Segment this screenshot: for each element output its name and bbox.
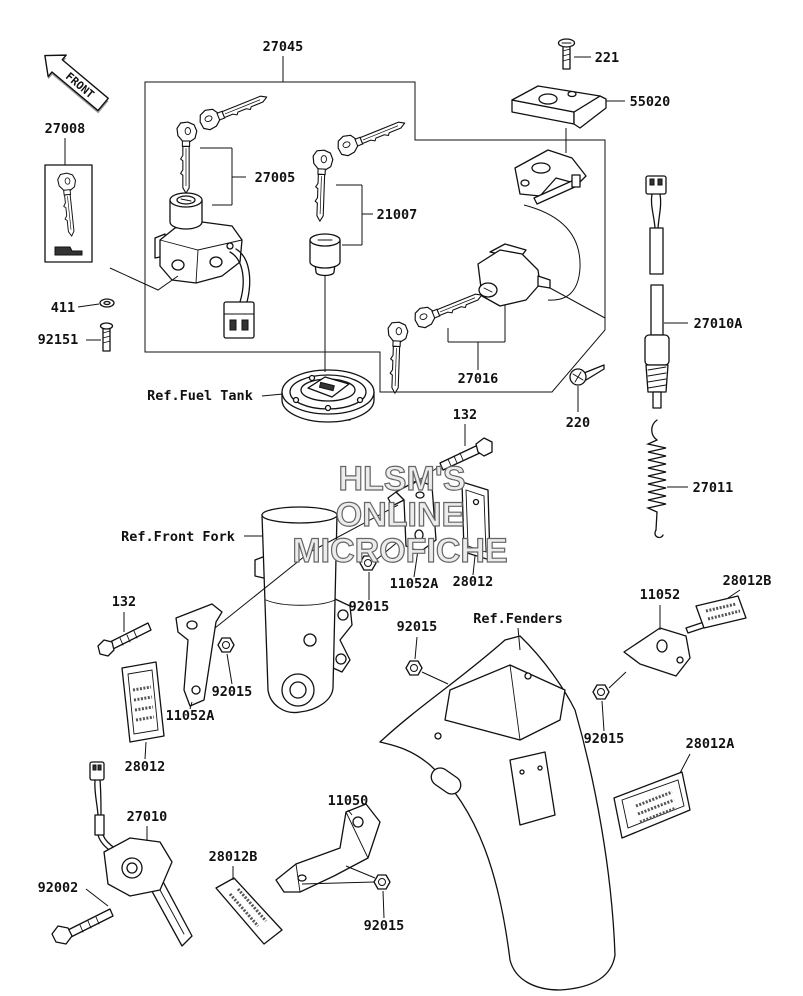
assembly-frame-27045	[144, 81, 606, 393]
callout-92015-left: 92015	[212, 684, 253, 700]
callout-labels: 27045 221 55020 27008 27005 21007 411 92…	[38, 39, 772, 934]
callout-27008: 27008	[45, 121, 86, 137]
callout-27010a: 27010A	[694, 316, 743, 332]
callout-28012-upper: 28012	[453, 574, 494, 590]
lock-cylinder-cap-21007	[309, 233, 341, 277]
bolt-92002	[51, 908, 114, 945]
nut-92015-lower	[373, 874, 391, 890]
nut-92015-right	[592, 684, 610, 700]
callout-11052a-lower: 11052A	[166, 708, 215, 724]
seat-lock-bracket	[514, 149, 587, 205]
watermark-line-3: MICROFICHE	[292, 532, 507, 570]
spring-27011	[645, 419, 667, 539]
bolt-132-lower	[97, 622, 152, 657]
callout-92151: 92151	[38, 332, 79, 348]
bolt-92151	[99, 322, 114, 352]
callout-132-upper: 132	[453, 407, 477, 423]
callout-27045: 27045	[263, 39, 304, 55]
watermark-line-1: HLSM'S	[338, 460, 465, 498]
callout-27005: 27005	[255, 170, 296, 186]
watermark-line-2: ONLINE	[336, 496, 464, 534]
front-arrow-icon: FRONT	[44, 54, 109, 114]
callout-28012-lower: 28012	[125, 759, 166, 775]
callout-21007: 21007	[377, 207, 418, 223]
key-blank-27008	[44, 164, 93, 263]
callout-55020: 55020	[630, 94, 671, 110]
nut-92015-center	[405, 660, 423, 676]
washer-411	[99, 298, 115, 308]
ignition-switch	[154, 192, 255, 339]
callout-92015-right: 92015	[584, 731, 625, 747]
callout-92002: 92002	[38, 880, 79, 896]
switch-27010a	[644, 175, 670, 409]
callout-27016: 27016	[458, 371, 499, 387]
callout-11052: 11052	[640, 587, 681, 603]
bolt-132-upper	[439, 437, 493, 471]
callout-28012b-lower: 28012B	[209, 849, 258, 865]
bracket-11052	[623, 619, 713, 677]
reflector-28012a	[613, 771, 691, 839]
screw-220	[569, 364, 605, 386]
callout-92015-lower: 92015	[364, 918, 405, 934]
reflector-28012b-lower	[215, 877, 283, 945]
callout-11050: 11050	[328, 793, 369, 809]
keys-21007	[310, 112, 409, 223]
reflector-28012-lower	[121, 661, 165, 743]
watermark: HLSM'S ONLINE MICROFICHE	[292, 459, 509, 570]
callout-221: 221	[595, 50, 619, 66]
reflector-plate-28012-upper	[461, 481, 491, 561]
callout-411: 411	[51, 300, 75, 316]
ref-fuel-tank-label: Ref.Fuel Tank	[147, 388, 253, 404]
callout-92015-upper: 92015	[349, 599, 390, 615]
switch-27010	[89, 761, 193, 947]
callout-28012b-right: 28012B	[723, 573, 772, 589]
seat-lock-27016	[477, 243, 551, 307]
bracket-11052a-upper	[387, 479, 437, 553]
ref-fenders-label: Ref.Fenders	[473, 611, 562, 627]
reflector-28012b-right	[695, 595, 747, 629]
callout-27011: 27011	[693, 480, 734, 496]
front-fork	[254, 506, 353, 714]
callout-11052a-upper: 11052A	[390, 576, 439, 592]
callout-28012a: 28012A	[686, 736, 735, 752]
plate-55020	[511, 85, 607, 129]
ref-front-fork-label: Ref.Front Fork	[121, 529, 235, 545]
rear-fender	[379, 635, 616, 991]
callout-132-lower: 132	[112, 594, 136, 610]
nut-92015-left	[217, 637, 235, 653]
callout-27010: 27010	[127, 809, 168, 825]
leader-lines	[64, 56, 741, 919]
screw-221	[557, 38, 576, 70]
callout-92015-center: 92015	[397, 619, 438, 635]
bracket-11050	[275, 803, 381, 893]
bracket-11052a-lower	[175, 603, 223, 707]
fuel-tank-cap	[281, 369, 375, 423]
callout-220: 220	[566, 415, 590, 431]
